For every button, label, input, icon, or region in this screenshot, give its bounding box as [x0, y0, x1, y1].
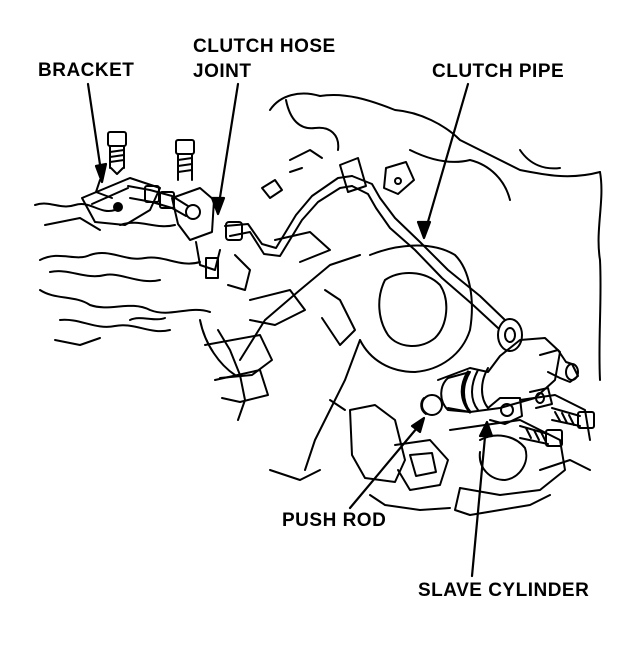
- clutch-pipe-label: CLUTCH PIPE: [432, 61, 565, 82]
- clutch-hose-joint-label-line2: JOINT: [193, 61, 252, 82]
- slave-cylinder-label: SLAVE CYLINDER: [418, 580, 590, 601]
- bracket-bolt: [107, 131, 127, 175]
- slave-cylinder-part: [437, 318, 595, 447]
- bracket-part: [81, 177, 161, 226]
- bracket-label: BRACKET: [38, 60, 135, 81]
- clutch-pipe-part: [224, 149, 506, 329]
- transmission-housing: [199, 92, 603, 516]
- push-rod-part: [420, 394, 443, 416]
- leader-lines: [86, 82, 494, 578]
- engine-block-left: [34, 202, 211, 346]
- push-rod-label: PUSH ROD: [282, 510, 387, 531]
- clutch-hose-joint-part: [171, 139, 221, 279]
- clutch-hose-joint-label-line1: CLUTCH HOSE: [193, 36, 336, 57]
- clutch-hose: [127, 185, 189, 217]
